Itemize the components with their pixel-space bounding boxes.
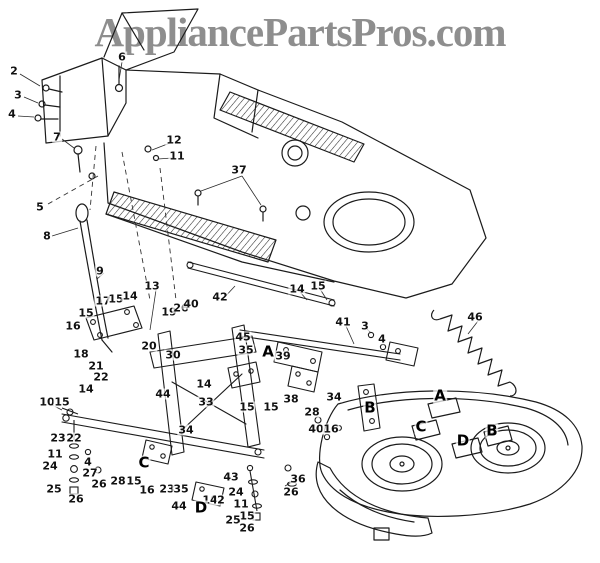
part-number-callout: 2 <box>216 493 226 507</box>
part-number-callout: 40 <box>182 297 200 311</box>
callout-leader-lines <box>17 61 479 487</box>
part-number-callout: 15 <box>53 395 71 409</box>
part-number-callout: 45 <box>234 330 252 344</box>
part-number-callout: 11 <box>168 149 186 163</box>
part-number-callout: 44 <box>170 499 188 513</box>
part-number-callout: 15 <box>262 400 280 414</box>
part-number-callout: 23 <box>158 482 176 496</box>
part-number-callout: 4 <box>377 332 387 346</box>
part-number-callout: 5 <box>35 200 45 214</box>
part-number-callout: 9 <box>95 264 105 278</box>
part-number-callout: 37 <box>230 163 248 177</box>
part-number-callout: 15 <box>77 306 95 320</box>
part-number-callout: 24 <box>227 485 245 499</box>
extension-spring-art <box>430 309 517 397</box>
part-number-callout: 46 <box>466 310 484 324</box>
part-number-callout: 26 <box>172 301 190 315</box>
part-number-callout: 28 <box>303 405 321 419</box>
part-number-callout: 15 <box>309 279 327 293</box>
part-number-callout: 8 <box>42 229 52 243</box>
part-number-callout: 14 <box>77 382 95 396</box>
part-number-callout: 17 <box>94 294 112 308</box>
part-number-callout: 18 <box>72 347 90 361</box>
part-number-callout: 34 <box>325 390 343 404</box>
lift-lever-art <box>75 203 113 353</box>
part-number-callout: 11 <box>46 447 64 461</box>
part-number-callout: 25 <box>224 513 242 527</box>
watermark-text: AppliancePartsPros.com <box>94 9 506 55</box>
part-number-callout: 11 <box>232 497 250 511</box>
section-letter-label: B <box>485 421 499 440</box>
part-number-callout: 16 <box>322 422 340 436</box>
part-number-callout: 38 <box>282 392 300 406</box>
part-number-callout: 10 <box>38 395 56 409</box>
part-number-callout: 26 <box>90 477 108 491</box>
part-number-callout: 15 <box>238 400 256 414</box>
part-number-callout: 43 <box>222 470 240 484</box>
part-number-callout: 40 <box>307 422 325 436</box>
part-number-callout: 13 <box>143 279 161 293</box>
part-number-callout: 39 <box>274 349 292 363</box>
part-number-callout: 26 <box>238 521 256 535</box>
part-number-callout: 6 <box>117 50 127 64</box>
part-number-callout: 14 <box>201 493 219 507</box>
part-number-callout: 15 <box>238 509 256 523</box>
part-number-callout: 24 <box>41 459 59 473</box>
part-number-callout: 16 <box>64 319 82 333</box>
part-number-callout: 3 <box>13 88 23 102</box>
section-letter-label: C <box>137 453 151 472</box>
part-number-callout: 4 <box>83 455 93 469</box>
part-number-callout: 33 <box>197 395 215 409</box>
part-number-callout: 35 <box>172 482 190 496</box>
part-number-callout: 23 <box>49 431 67 445</box>
part-number-callout: 15 <box>125 474 143 488</box>
part-number-callout: 12 <box>165 133 183 147</box>
part-number-callout: 36 <box>289 472 307 486</box>
tractor-frame-art <box>34 8 487 299</box>
part-number-callout: 28 <box>109 474 127 488</box>
section-letter-label: A <box>433 386 447 405</box>
section-letter-label: D <box>193 498 209 517</box>
part-number-callout: 21 <box>87 359 105 373</box>
part-number-callout: 44 <box>154 387 172 401</box>
part-number-callout: 15 <box>107 292 125 306</box>
part-number-callout: 42 <box>211 290 229 304</box>
part-number-callout: 22 <box>92 370 110 384</box>
dashed-projection-lines <box>47 145 177 301</box>
part-number-callout: 35 <box>237 343 255 357</box>
part-number-callout: 4 <box>7 107 17 121</box>
part-number-callout: 2 <box>9 64 19 78</box>
part-number-callout: 26 <box>282 485 300 499</box>
part-number-callout: 7 <box>52 130 62 144</box>
part-number-callout: 30 <box>164 348 182 362</box>
part-number-callout: 19 <box>160 305 178 319</box>
section-letter-label: A <box>261 342 275 361</box>
part-number-callout: 22 <box>65 431 83 445</box>
part-number-callout: 41 <box>334 315 352 329</box>
part-number-callout: 16 <box>138 483 156 497</box>
part-number-callout: 3 <box>360 319 370 333</box>
section-letter-label: C <box>414 417 428 436</box>
part-number-callout: 14 <box>195 377 213 391</box>
part-number-callout: 26 <box>67 492 85 506</box>
part-number-callout: 14 <box>121 289 139 303</box>
part-number-callout: 27 <box>81 466 99 480</box>
part-number-callout: 20 <box>140 339 158 353</box>
part-number-callout: 25 <box>45 482 63 496</box>
section-letter-label: B <box>363 398 377 417</box>
section-letter-label: D <box>455 431 471 450</box>
part-number-callout: 34 <box>177 423 195 437</box>
part-number-callout: 14 <box>288 282 306 296</box>
